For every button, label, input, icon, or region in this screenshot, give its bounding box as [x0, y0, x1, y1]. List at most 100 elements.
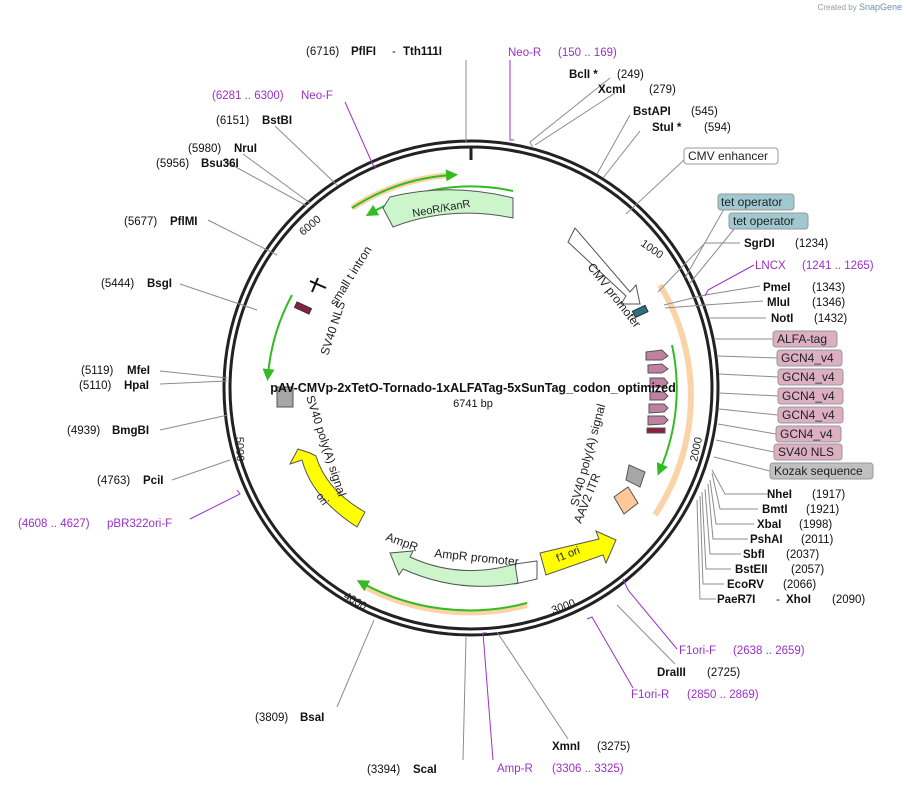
enzyme-name-bstapi: BstAPI: [633, 106, 671, 118]
enzyme-name-bmti: BmtI: [762, 504, 788, 516]
enzyme-name-pflmi: PflMI: [170, 216, 197, 228]
enzyme-name-ecorv: EcoRV: [727, 579, 764, 591]
enzyme-pos-xhoi: (2090): [832, 594, 865, 606]
enzyme-name-scai: ScaI: [413, 764, 437, 776]
enzyme-pos-bmti: (1921): [806, 504, 839, 516]
primer-range-neo-r: (150 .. 169): [558, 47, 617, 59]
enzyme-name-tth111i: Tth111I: [403, 46, 442, 58]
enzyme-pos-bmgbi: (4939): [67, 425, 100, 437]
box-gcn4-4: [777, 406, 844, 424]
enzyme-pos-bsu36i: (5956): [156, 158, 189, 170]
feature-label-ampr-promoter: AmpR promoter: [434, 546, 520, 569]
feature-sv40-polya-right: [625, 464, 646, 488]
enzyme-pos-pshai: (2011): [801, 534, 834, 546]
enzyme-name-pshai: PshAI: [750, 534, 783, 546]
feature-sv40-polya-left: [276, 386, 294, 408]
primer-name-neo-r: Neo-R: [508, 47, 541, 59]
box-gcn4-2: [777, 368, 844, 386]
primer-range-amp-r: (3306 .. 3325): [552, 763, 624, 775]
primer-name-f1ori-f: F1ori-F: [679, 645, 716, 657]
box-sv40-nls: [773, 443, 843, 461]
enzyme-name-bstbi: BstBI: [262, 115, 292, 127]
enzyme-name-mlui: MluI: [767, 297, 790, 309]
primer-name-f1ori-r: F1ori-R: [631, 689, 669, 701]
box-label-gcn4-3: GCN4_v4: [782, 389, 835, 403]
enzyme-name-xhoi: XhoI: [786, 594, 811, 606]
enzyme-pos-bcli: (249): [617, 69, 644, 81]
enzyme-name-xcmi: XcmI: [598, 84, 626, 96]
enzyme-name-mfei: MfeI: [127, 365, 150, 377]
tick-2000: 2000: [688, 436, 705, 462]
enzyme-name-pmei: PmeI: [763, 282, 791, 294]
box-cmv-enhancer: [683, 147, 779, 165]
enzyme-pos-xcmi: (279): [649, 84, 676, 96]
box-alfa-tag: [772, 330, 838, 348]
enzyme-name-draiii: DraIII: [657, 667, 686, 679]
enzyme-leader-lines: [159, 60, 768, 761]
enzyme-name-xmni: XmnI: [552, 741, 580, 753]
box-label-sv40-nls: SV40 NLS: [778, 445, 834, 459]
enzyme-name-bsai: BsaI: [300, 712, 324, 724]
enzyme-pos-draiii: (2725): [707, 667, 740, 679]
snapgene-credit: Created by SnapGene: [818, 2, 902, 12]
enzyme-name-sgrdi: SgrDI: [744, 238, 775, 250]
feature-aav2-itr: [613, 486, 639, 515]
enzyme-dash-pflfi: -: [392, 46, 396, 58]
enzyme-dash-paer7i: -: [776, 594, 780, 606]
primer-name-pbr322ori-f: pBR322ori-F: [107, 518, 172, 530]
box-label-gcn4-5: GCN4_v4: [780, 427, 833, 441]
enzyme-name-sbfi: SbfI: [743, 549, 765, 561]
box-label-tet-operator-1: tet operator: [721, 195, 782, 209]
primer-range-f1ori-r: (2850 .. 2869): [687, 689, 759, 701]
feature-cmv-promoter-arrow: [567, 227, 641, 305]
enzyme-name-pflfi: PflFI: [351, 46, 376, 58]
enzyme-pos-nhei: (1917): [812, 489, 845, 501]
orf-arcs: [262, 169, 694, 616]
enzyme-pos-pmei: (1343): [812, 282, 845, 294]
box-gcn4-5: [775, 425, 842, 443]
feature-sv40-nls-mark: [293, 301, 313, 315]
plasmid-backbone-outer: [222, 139, 720, 637]
enzyme-pos-bsai: (3809): [255, 712, 288, 724]
enzyme-name-pcii: PciI: [143, 475, 163, 487]
primer-name-amp-r: Amp-R: [497, 763, 533, 775]
box-label-tet-operator-2: tet operator: [733, 214, 794, 228]
enzyme-pos-bsgi: (5444): [101, 278, 134, 290]
feature-small-t-intron-mark: [309, 277, 327, 293]
primer-name-lncx: LNCX: [755, 260, 786, 272]
box-tet-operator-1: [717, 193, 795, 211]
plasmid-size: 6741 bp: [453, 398, 493, 410]
primer-range-lncx: (1241 .. 1265): [802, 260, 874, 272]
box-label-kozak-sequence: Kozak sequence: [774, 464, 863, 478]
enzyme-pos-xmni: (3275): [597, 741, 630, 753]
boxed-feature-labels: CMV enhancer tet operator tet operator A…: [683, 147, 874, 480]
primer-range-pbr322ori-f: (4608 .. 4627): [18, 518, 90, 530]
enzyme-labels: (6716) PflFI - Tth111I BclI * (249) XcmI…: [67, 46, 865, 776]
box-label-gcn4-2: GCN4_v4: [782, 370, 835, 384]
enzyme-name-xbai: XbaI: [757, 519, 781, 531]
snapgene-logo: SnapGene: [858, 2, 902, 12]
enzyme-name-nhei: NheI: [767, 489, 792, 501]
enzyme-name-hpai: HpaI: [124, 380, 149, 392]
enzyme-pos-bsteii: (2057): [791, 564, 824, 576]
enzyme-pos-pcii: (4763): [97, 475, 130, 487]
enzyme-name-bmgbi: BmgBI: [112, 425, 149, 437]
enzyme-pos-mfei: (5119): [81, 365, 114, 377]
enzyme-name-bsteii: BstEII: [735, 564, 768, 576]
enzyme-name-bsgi: BsgI: [147, 278, 172, 290]
enzyme-pos-xbai: (1998): [799, 519, 832, 531]
feature-label-ampr: AmpR: [384, 530, 420, 555]
enzyme-pos-stui: (594): [704, 122, 731, 134]
enzyme-pos-hpai: (5110): [79, 380, 112, 392]
feature-label-ori: ori: [314, 491, 331, 508]
box-gcn4-1: [776, 349, 843, 367]
enzyme-pos-bstbi: (6151): [216, 115, 249, 127]
primer-range-f1ori-f: (2638 .. 2659): [733, 645, 805, 657]
feature-neor-kanr-arrow: [382, 189, 514, 228]
credit-prefix: Created by: [817, 3, 857, 12]
feature-gcn4-marks: [645, 349, 669, 434]
feature-ampr-arrow: [389, 550, 519, 587]
primer-name-neo-f: Neo-F: [301, 90, 333, 102]
box-label-gcn4-4: GCN4_v4: [782, 408, 835, 422]
